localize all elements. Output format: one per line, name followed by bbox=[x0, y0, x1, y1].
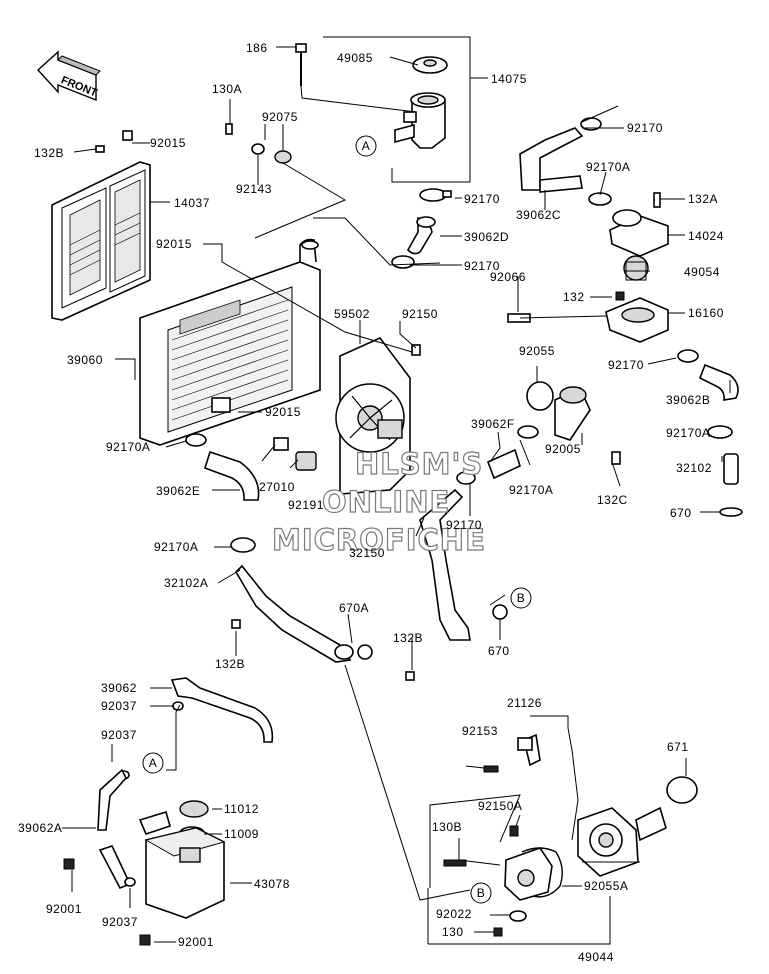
part-label-92005: 92005 bbox=[545, 442, 581, 456]
part-label-39062B: 39062B bbox=[666, 393, 710, 407]
part-label-27010: 27010 bbox=[259, 480, 295, 494]
part-label-39062: 39062 bbox=[101, 681, 137, 695]
leader-lines bbox=[62, 36, 731, 945]
part-label-39062A: 39062A bbox=[18, 821, 62, 835]
part-label-92037-b: 92037 bbox=[101, 728, 137, 742]
part-label-92015-top: 92015 bbox=[150, 136, 186, 150]
part-label-92001-b: 92001 bbox=[178, 935, 214, 949]
part-label-92170A-d: 92170A bbox=[509, 483, 553, 497]
callout-a-lower: A bbox=[142, 752, 164, 774]
watermark-line-2: ONLINE bbox=[322, 485, 450, 519]
part-label-14024: 14024 bbox=[688, 229, 724, 243]
part-label-39062D: 39062D bbox=[464, 230, 509, 244]
part-label-39062F: 39062F bbox=[471, 417, 515, 431]
part-label-11012: 11012 bbox=[224, 802, 259, 816]
callout-circles: A B A B bbox=[142, 135, 532, 904]
part-label-59502: 59502 bbox=[334, 307, 370, 321]
part-label-92170A-e: 92170A bbox=[154, 540, 198, 554]
svg-text:B: B bbox=[477, 886, 486, 900]
part-label-92170-b: 92170 bbox=[464, 192, 500, 206]
part-labels: 186 49085 14075 130A 92075 92015 132B 14… bbox=[18, 41, 724, 964]
part-label-49044: 49044 bbox=[578, 950, 614, 964]
part-label-92037-c: 92037 bbox=[102, 915, 138, 929]
part-label-39062C: 39062C bbox=[516, 208, 561, 222]
radiator bbox=[139, 238, 321, 446]
part-label-130A: 130A bbox=[212, 82, 242, 96]
svg-text:A: A bbox=[362, 139, 371, 153]
reservoir-group bbox=[63, 677, 274, 946]
part-label-14037: 14037 bbox=[174, 196, 210, 210]
filler-neck-group bbox=[95, 43, 452, 269]
part-label-92075: 92075 bbox=[262, 110, 298, 124]
part-label-130B: 130B bbox=[432, 820, 462, 834]
part-label-132A: 132A bbox=[688, 192, 718, 206]
fan-shroud bbox=[335, 337, 421, 495]
thermostat-group bbox=[507, 117, 743, 517]
part-label-16160: 16160 bbox=[688, 306, 724, 320]
part-label-92170-e: 92170 bbox=[446, 518, 482, 532]
part-label-39060: 39060 bbox=[67, 353, 103, 367]
part-label-132C: 132C bbox=[597, 493, 628, 507]
part-label-92150A: 92150A bbox=[478, 799, 522, 813]
part-label-11009: 11009 bbox=[224, 827, 259, 841]
callout-b-right: B bbox=[510, 587, 532, 609]
part-label-132: 132 bbox=[563, 290, 585, 304]
part-label-92153: 92153 bbox=[462, 724, 498, 738]
part-label-49085: 49085 bbox=[337, 51, 373, 65]
part-label-49054: 49054 bbox=[684, 265, 720, 279]
part-label-92170-a: 92170 bbox=[627, 121, 663, 135]
part-label-130: 130 bbox=[442, 925, 464, 939]
part-label-92191: 92191 bbox=[288, 498, 324, 512]
part-label-92055: 92055 bbox=[519, 344, 555, 358]
part-label-92170-d: 92170 bbox=[608, 358, 644, 372]
watermark-line-1: HLSM'S bbox=[355, 447, 483, 481]
part-label-21126: 21126 bbox=[507, 696, 542, 710]
part-label-92037-a: 92037 bbox=[101, 699, 137, 713]
part-label-92170A-b: 92170A bbox=[666, 426, 710, 440]
part-label-32102A: 32102A bbox=[164, 576, 208, 590]
part-label-39062E: 39062E bbox=[156, 484, 200, 498]
part-label-132B-low: 132B bbox=[215, 657, 245, 671]
water-pump-group bbox=[443, 733, 698, 937]
part-label-92143: 92143 bbox=[236, 182, 272, 196]
svg-text:B: B bbox=[517, 591, 526, 605]
part-label-132B-mid: 132B bbox=[393, 631, 423, 645]
part-label-92170-c: 92170 bbox=[464, 259, 500, 273]
part-label-92015-low: 92015 bbox=[265, 405, 301, 419]
part-label-92170A-c: 92170A bbox=[106, 440, 150, 454]
part-label-92066: 92066 bbox=[490, 270, 526, 284]
front-arrow: FRONT bbox=[37, 50, 101, 102]
watermark-line-3: MICROFICHE bbox=[272, 523, 486, 557]
center-hoses bbox=[405, 381, 621, 681]
part-label-92022: 92022 bbox=[436, 907, 472, 921]
part-label-671: 671 bbox=[667, 740, 689, 754]
callout-b-lower: B bbox=[470, 882, 492, 904]
part-label-32102: 32102 bbox=[676, 461, 712, 475]
part-label-92055A: 92055A bbox=[584, 879, 628, 893]
part-label-132B-top: 132B bbox=[34, 146, 64, 160]
part-label-14075: 14075 bbox=[491, 72, 527, 86]
part-label-92150: 92150 bbox=[402, 307, 438, 321]
part-label-92170A-a: 92170A bbox=[586, 160, 630, 174]
part-label-670-a: 670 bbox=[670, 506, 692, 520]
left-hoses bbox=[185, 433, 373, 663]
callout-a-upper: A bbox=[355, 135, 377, 157]
svg-text:A: A bbox=[149, 756, 158, 770]
part-label-92001-a: 92001 bbox=[46, 902, 82, 916]
part-label-186: 186 bbox=[246, 41, 268, 55]
part-label-670-b: 670 bbox=[488, 644, 510, 658]
part-label-670A: 670A bbox=[339, 601, 369, 615]
radiator-screen bbox=[51, 161, 151, 321]
part-label-92015-mid: 92015 bbox=[156, 237, 192, 251]
part-label-43078: 43078 bbox=[254, 877, 290, 891]
part-label-32150: 32150 bbox=[349, 546, 385, 560]
watermark: HLSM'S ONLINE MICROFICHE bbox=[271, 446, 486, 557]
